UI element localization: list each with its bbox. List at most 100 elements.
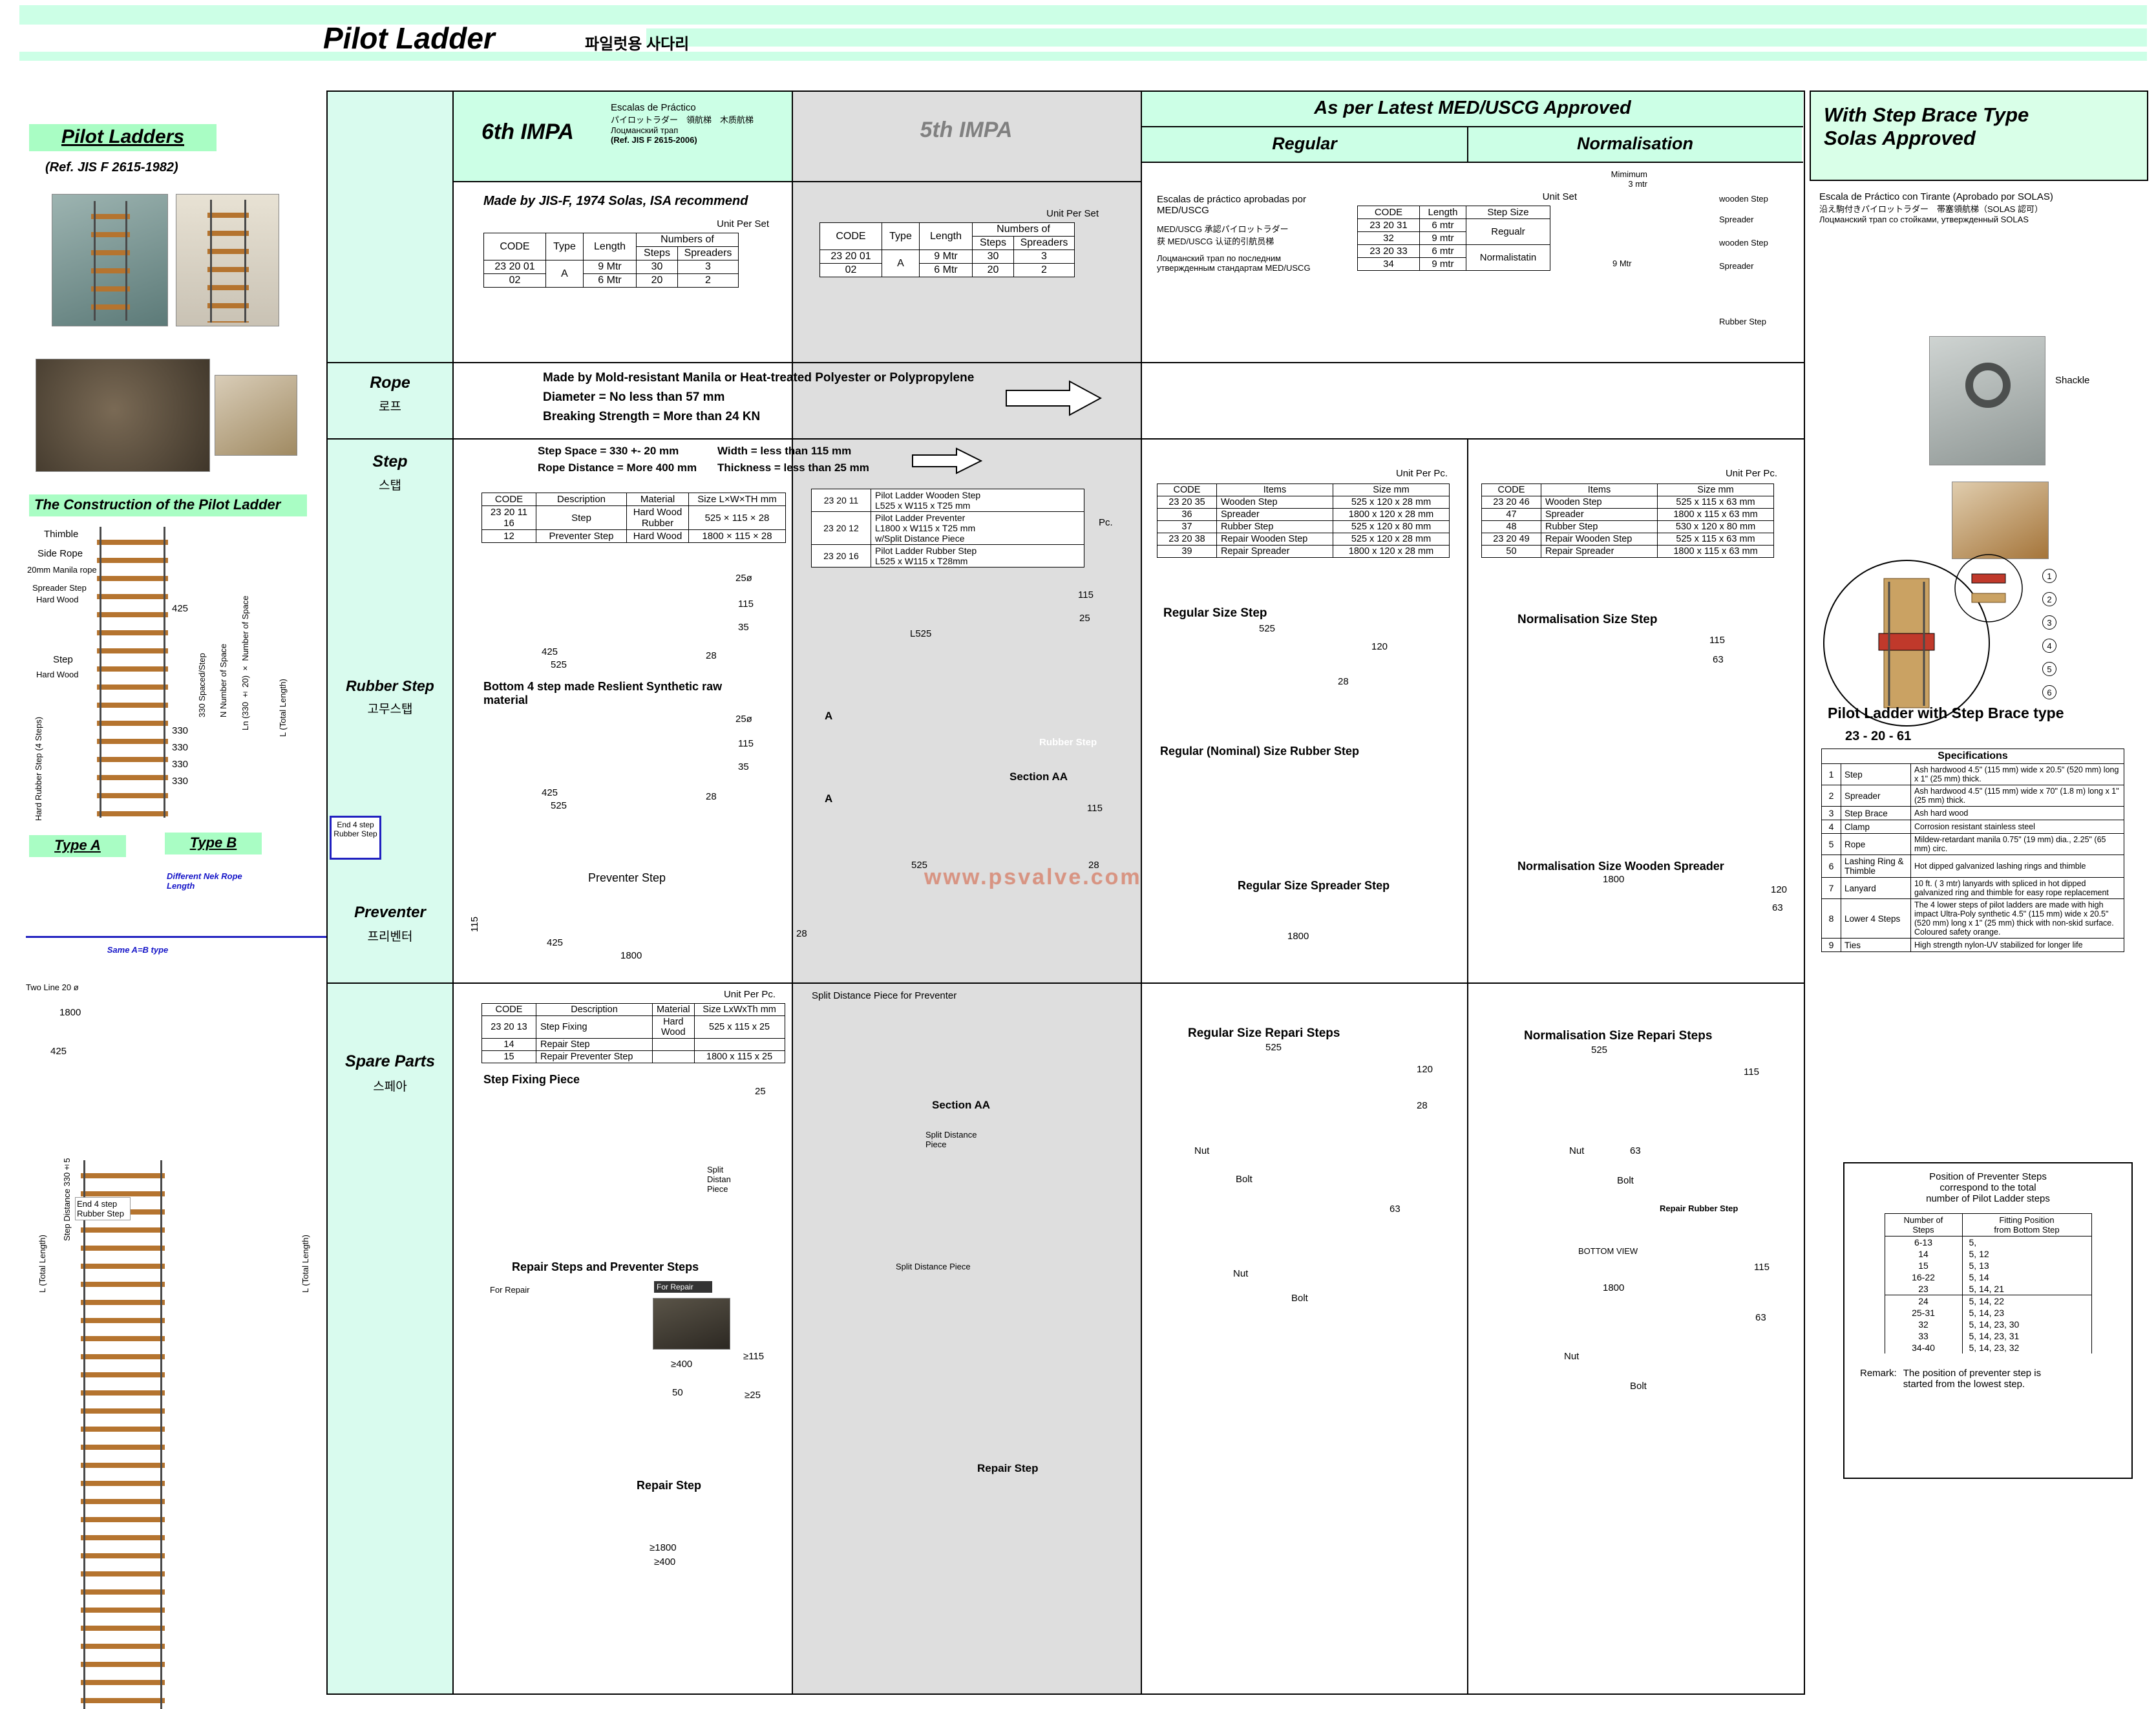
impa6-repair-step-label: Repair Step [637,1479,702,1492]
rope-arrow-right-icon [1006,380,1102,416]
dim-330: 330 [172,776,189,787]
label-different-nek: Different Nek Rope Length [167,871,244,891]
step-info-2: Width = less than 115 mm [717,445,852,457]
normal-spare-dim-115: 115 [1744,1067,1759,1077]
med-normalisation-header: Normalisation [1468,127,1802,162]
rope-line1: Made by Mold-resistant Manila or Heat-tr… [543,371,975,385]
impa6-preventer-dim-425: 425 [547,937,564,948]
med-min-label: Mimimum 3 mtr [1611,169,1647,189]
normal-dim-1800: 1800 [1603,874,1625,885]
brace-panel-title: Pilot Ladder with Step Brace type [1828,705,2064,721]
remark-label: Remark: [1860,1368,1897,1379]
grid-hline-rope-top [328,362,1804,363]
impa5-split-label-2: Split Distance Piece [896,1262,971,1271]
callout-number: 6 [2042,685,2056,699]
impa5-rubber-step-label: Rubber Step [1039,737,1097,748]
normal-spreader-title: Normalisation Size Wooden Spreader [1517,860,1724,873]
label-spreader-step: Spreader Step [32,583,87,593]
impa5-rubber-dim-115: 115 [1087,803,1103,814]
rolled-ladder-photo [36,359,210,472]
impa6-dim-115: 115 [738,599,754,610]
impa6-dim-ge1800: ≥1800 [650,1542,677,1553]
position-table: Number of Steps Fitting Position from Bo… [1884,1213,2092,1353]
type-divider-line [26,936,326,938]
regular-spreader-title: Regular Size Spreader Step [1238,879,1390,892]
sidebar-ref: (Ref. JIS F 2615-1982) [45,160,178,175]
impa6-split-label: Split Distan Piece [707,1165,731,1194]
label-thimble: Thimble [44,529,79,540]
normal-spare-title: Normalisation Size Repari Steps [1524,1029,1713,1043]
position-title-2: correspond to the total [1939,1182,2036,1193]
header-band-right [646,28,2147,47]
med-9mtr-label: 9 Mtr [1612,259,1632,268]
impa6-unit: Unit Per Set [717,218,769,229]
impa6-preventer-dim-1800: 1800 [620,950,642,961]
dim-330: 330 [172,759,189,770]
type-a-heading: Type A [29,835,126,857]
impa6-rubber-dim-425: 425 [542,787,558,798]
construction-title: The Construction of the Pilot Ladder [29,494,307,516]
med-text-ru: Лоцманский трап по последним утвержденны… [1157,253,1311,273]
row-label-spare-kr: 스페아 [373,1080,407,1094]
impa6-rubber-note: Bottom 4 step made Reslient Synthetic ra… [483,680,723,706]
hanging-ladder-photo [176,194,279,326]
impa5-spare-title: Split Distance Piece for Preventer [812,990,957,1001]
impa6-repair-photo-2 [653,1298,730,1350]
row-label-rubber-kr: 고무스탭 [367,703,413,716]
shackle-label: Shackle [2055,375,2090,386]
step-info-3: Rope Distance = More 400 mm [538,462,697,474]
impa5-unit: Unit Per Set [1046,208,1099,219]
regular-spare-dim-63: 63 [1390,1204,1400,1215]
normal-spare-dim-525: 525 [1591,1045,1608,1056]
normal-spare-dim-63: 63 [1630,1145,1641,1156]
position-box: Position of Preventer Steps correspond t… [1843,1162,2133,1479]
shackle-photo [1929,336,2045,465]
header-band-top [19,5,2147,25]
impa5-dim-l525: L525 [910,628,932,639]
impa5-rubber-dim-28: 28 [1088,860,1099,871]
regular-dim-1800: 1800 [1287,931,1309,942]
label-step: Step [53,654,73,665]
impa6-note: Made by JIS-F, 1974 Solas, ISA recommend [483,194,748,208]
label-n-number: N Number of Space [218,643,228,717]
callout-number: 1 [2042,569,2056,583]
grid-vline-2 [792,92,793,1693]
normal-bolt-1: Bolt [1617,1175,1634,1186]
row-label-spare: Spare Parts [345,1052,435,1070]
row-label-step: Step [372,452,408,471]
normal-dim-63: 63 [1713,654,1724,665]
impa6-dim-425: 425 [542,646,558,657]
normal-dim-120: 120 [1771,884,1788,895]
label-step-wood: Hard Wood [36,670,79,679]
grid-hline-spare [328,982,1804,984]
grid-vline-3 [1141,92,1142,1693]
regular-spare-dim-120: 120 [1417,1064,1433,1075]
normal-spare-dim-1800: 1800 [1603,1282,1625,1293]
impa6-preventer-dim-28: 28 [796,928,807,939]
construction-ladder-diagram [97,527,168,818]
label-two-line: Two Line 20 ø [26,982,79,992]
impa5-repair-step-label: Repair Step [977,1462,1039,1474]
impa5-pc-label: Pc. [1099,517,1113,528]
impa6-sub-jp: パイロットラダー 領航梯 木质航梯 [611,115,754,125]
row-label-rope-kr: 로프 [379,400,401,414]
label-step-distance: Step Distance 330±5 [62,1086,72,1241]
grid-vline-4b [1467,438,1468,1693]
